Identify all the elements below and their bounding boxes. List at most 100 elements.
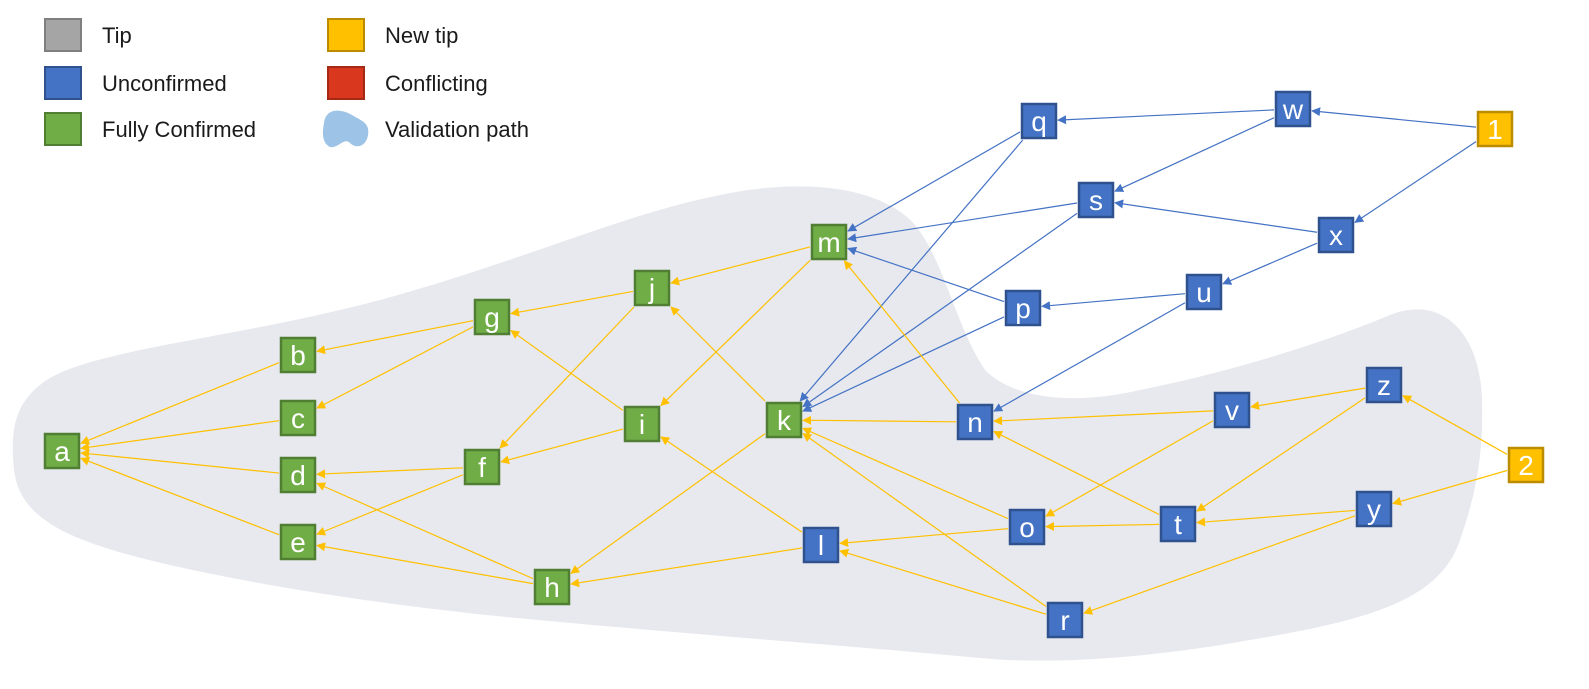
node-label-a: a bbox=[54, 436, 70, 467]
node-label-q: q bbox=[1031, 106, 1047, 137]
node-d[interactable]: d bbox=[279, 456, 317, 494]
node-label-w: w bbox=[1282, 94, 1304, 125]
edge-o-to-l bbox=[839, 528, 1009, 548]
node-box-t bbox=[1159, 505, 1197, 543]
edge-m-to-i bbox=[660, 260, 811, 407]
edge-2-to-z bbox=[1402, 395, 1508, 455]
node-l[interactable]: l bbox=[802, 526, 840, 564]
node-box-q bbox=[1020, 102, 1058, 140]
node-label-u: u bbox=[1196, 277, 1212, 308]
node-h[interactable]: h bbox=[533, 568, 571, 606]
legend-label-validation-path: Validation path bbox=[385, 117, 529, 142]
node-label-j: j bbox=[648, 273, 655, 304]
node-label-i: i bbox=[639, 409, 645, 440]
node-m[interactable]: m bbox=[810, 223, 848, 261]
edge-k-to-j bbox=[670, 306, 766, 402]
node-z[interactable]: z bbox=[1365, 366, 1403, 404]
node-label-d: d bbox=[290, 460, 306, 491]
node-box-n bbox=[956, 403, 994, 441]
edge-g-to-c bbox=[316, 326, 474, 409]
edge-y-to-r bbox=[1083, 515, 1356, 615]
node-u[interactable]: u bbox=[1185, 273, 1223, 311]
edge-d-to-a bbox=[80, 449, 280, 474]
legend-swatch-validation-path bbox=[322, 110, 369, 148]
edge-w-to-q bbox=[1057, 109, 1275, 125]
node-b[interactable]: b bbox=[279, 336, 317, 374]
node-box-z bbox=[1365, 366, 1403, 404]
node-box-l bbox=[802, 526, 840, 564]
node-box-e bbox=[279, 523, 317, 561]
node-box-o bbox=[1008, 508, 1046, 546]
edge-r-to-l bbox=[839, 548, 1047, 615]
node-box-m bbox=[810, 223, 848, 261]
edge-v-to-o bbox=[1045, 420, 1214, 517]
node-box-2 bbox=[1507, 446, 1545, 484]
edge-e-to-a bbox=[80, 457, 280, 536]
node-r[interactable]: r bbox=[1046, 601, 1084, 639]
edge-z-to-v bbox=[1250, 387, 1366, 411]
edge-y-to-t bbox=[1196, 509, 1356, 527]
edge-n-to-m bbox=[843, 260, 961, 404]
node-q[interactable]: q bbox=[1020, 102, 1058, 140]
node-2[interactable]: 2 bbox=[1507, 446, 1545, 484]
edge-p-to-k bbox=[802, 316, 1005, 412]
node-box-a bbox=[43, 432, 81, 470]
node-box-j bbox=[633, 269, 671, 307]
node-i[interactable]: i bbox=[623, 405, 661, 443]
edge-h-to-e bbox=[316, 542, 534, 585]
node-label-f: f bbox=[478, 452, 486, 483]
node-box-v bbox=[1213, 391, 1251, 429]
edge-t-to-o bbox=[1045, 521, 1160, 531]
node-s[interactable]: s bbox=[1077, 181, 1115, 219]
node-box-d bbox=[279, 456, 317, 494]
edge-r-to-k bbox=[802, 433, 1047, 607]
node-label-b: b bbox=[290, 340, 306, 371]
node-1[interactable]: 1 bbox=[1476, 110, 1514, 148]
node-label-c: c bbox=[291, 403, 305, 434]
node-label-k: k bbox=[777, 405, 792, 436]
edge-s-to-m bbox=[847, 202, 1078, 243]
edge-x-to-s bbox=[1114, 199, 1318, 233]
node-p[interactable]: p bbox=[1004, 289, 1042, 327]
edge-h-to-d bbox=[316, 482, 534, 580]
edge-f-to-d bbox=[316, 467, 464, 479]
legend-label-conflicting: Conflicting bbox=[385, 71, 488, 96]
legend-swatch-fully-confirmed bbox=[44, 112, 82, 146]
node-k[interactable]: k bbox=[765, 401, 803, 439]
node-box-c bbox=[279, 399, 317, 437]
edge-u-to-p bbox=[1041, 293, 1186, 311]
node-c[interactable]: c bbox=[279, 399, 317, 437]
node-w[interactable]: w bbox=[1274, 90, 1312, 128]
node-f[interactable]: f bbox=[463, 448, 501, 486]
edge-1-to-x bbox=[1354, 141, 1477, 223]
node-n[interactable]: n bbox=[956, 403, 994, 441]
node-v[interactable]: v bbox=[1213, 391, 1251, 429]
node-label-h: h bbox=[544, 572, 560, 603]
edge-q-to-m bbox=[847, 131, 1021, 232]
edge-p-to-m bbox=[847, 246, 1005, 303]
node-label-y: y bbox=[1367, 494, 1381, 525]
node-box-1 bbox=[1476, 110, 1514, 148]
legend-label-unconfirmed: Unconfirmed bbox=[102, 71, 227, 96]
node-o[interactable]: o bbox=[1008, 508, 1046, 546]
node-label-e: e bbox=[290, 527, 306, 558]
legend-label-tip: Tip bbox=[102, 23, 132, 48]
edge-l-to-h bbox=[570, 547, 803, 588]
legend-swatch-conflicting bbox=[327, 66, 365, 100]
node-j[interactable]: j bbox=[633, 269, 671, 307]
edge-g-to-b bbox=[316, 320, 474, 355]
node-e[interactable]: e bbox=[279, 523, 317, 561]
edge-2-to-y bbox=[1392, 469, 1508, 506]
node-t[interactable]: t bbox=[1159, 505, 1197, 543]
edge-b-to-a bbox=[80, 362, 280, 445]
node-x[interactable]: x bbox=[1317, 216, 1355, 254]
node-g[interactable]: g bbox=[473, 298, 511, 336]
node-box-k bbox=[765, 401, 803, 439]
node-y[interactable]: y bbox=[1355, 490, 1393, 528]
node-label-m: m bbox=[817, 227, 840, 258]
node-a[interactable]: a bbox=[43, 432, 81, 470]
legend-swatch-new-tip bbox=[327, 18, 365, 52]
node-label-l: l bbox=[818, 530, 824, 561]
edges bbox=[80, 107, 1508, 615]
edge-v-to-n bbox=[993, 410, 1214, 426]
